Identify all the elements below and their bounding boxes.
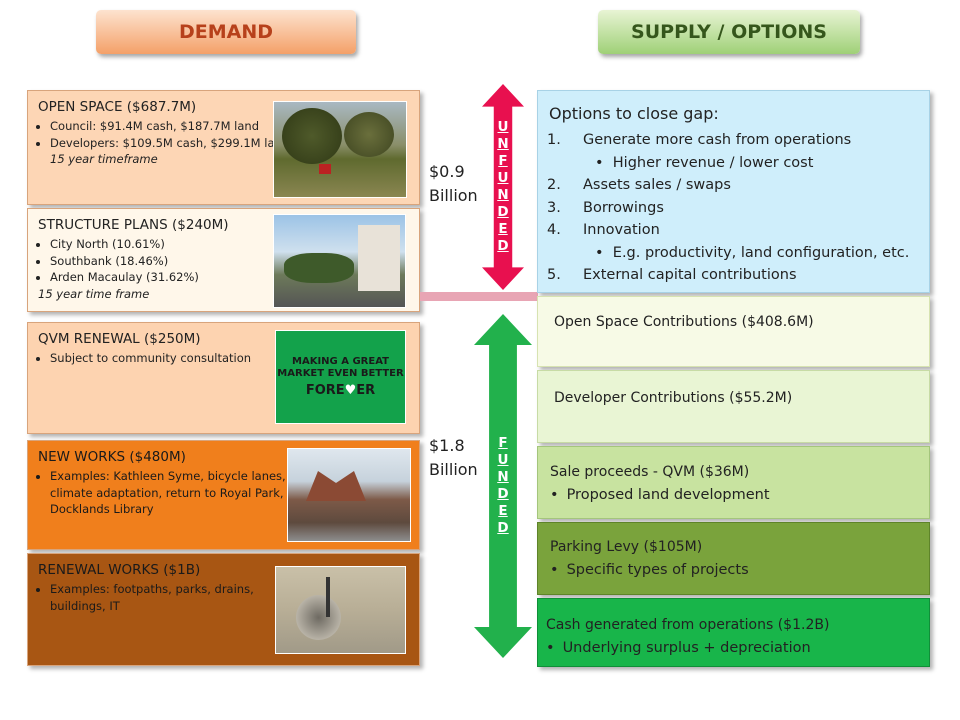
option-item: 1. Generate more cash from operations: [547, 129, 927, 152]
options-title: Options to close gap:: [549, 104, 719, 123]
city-street-photo: [273, 214, 406, 308]
tree-shape: [284, 253, 354, 283]
roof-shape: [306, 471, 366, 501]
funded-letter: N: [497, 469, 509, 485]
unfunded-letter: N: [497, 187, 509, 203]
structure-plan-southbank: Southbank (18.46%): [50, 253, 278, 270]
open-space-title: OPEN SPACE ($687.7M): [38, 99, 197, 115]
funded-label: F U N D E D: [497, 435, 508, 537]
funded-letter: D: [497, 520, 509, 536]
developer-contributions-box: Developer Contributions ($55.2M): [537, 370, 930, 443]
logo-er: ER: [356, 383, 376, 398]
option-text: Generate more cash from operations: [583, 132, 852, 148]
sale-proceeds-box: Sale proceeds - QVM ($36M) Proposed land…: [537, 446, 930, 519]
cash-generated-box: Cash generated from operations ($1.2B) U…: [537, 598, 930, 667]
unfunded-unit: Billion: [429, 186, 478, 205]
option-text: Assets sales / swaps: [583, 177, 731, 193]
open-space-contributions-box: Open Space Contributions ($408.6M): [537, 296, 930, 367]
divider-connector: [420, 292, 538, 301]
unfunded-amount: $0.9 Billion: [429, 160, 478, 208]
tree-shape: [344, 112, 394, 157]
developer-contributions-text: Developer Contributions ($55.2M): [554, 390, 793, 406]
unfunded-value: $0.9: [429, 162, 465, 181]
structure-plans-note: 15 year time frame: [38, 286, 150, 301]
unfunded-letter: D: [497, 238, 509, 254]
construction-photo: [275, 566, 406, 654]
option-number: 2.: [547, 177, 561, 193]
option-subtext: E.g. productivity, land configuration, e…: [612, 244, 910, 261]
new-works-title: NEW WORKS ($480M): [38, 449, 186, 465]
logo-fore: FORE: [305, 383, 345, 398]
option-subitem: • Higher revenue / lower cost: [595, 154, 814, 171]
unfunded-letter: N: [497, 136, 509, 152]
option-number: 1.: [547, 132, 561, 148]
funded-unit: Billion: [429, 460, 478, 479]
unfunded-arrow: U N F U N D E D: [482, 84, 524, 290]
unfunded-letter: D: [497, 204, 509, 220]
open-space-timeframe: 15 year timeframe: [50, 152, 158, 166]
option-item: 5. External capital contributions: [547, 264, 927, 287]
open-space-contributions-text: Open Space Contributions ($408.6M): [554, 314, 814, 330]
funded-letter: E: [498, 503, 508, 519]
options-list: 1. Generate more cash from operations • H…: [547, 129, 927, 287]
option-number: 4.: [547, 222, 561, 238]
funded-amount: $1.8 Billion: [429, 434, 478, 482]
open-space-bullet-council: Council: $91.4M cash, $187.7M land: [50, 118, 303, 135]
cash-generated-title: Cash generated from operations ($1.2B): [546, 617, 830, 633]
option-item: 2. Assets sales / swaps: [547, 174, 927, 197]
heart-icon: ♥: [344, 383, 357, 398]
option-item: 3. Borrowings: [547, 197, 927, 220]
structure-plan-arden-macaulay: Arden Macaulay (31.62%): [50, 269, 278, 286]
option-text: Innovation: [583, 222, 660, 238]
qvm-renewal-title: QVM RENEWAL ($250M): [38, 331, 201, 347]
funded-value: $1.8: [429, 436, 465, 455]
unfunded-letter: F: [498, 153, 508, 169]
logo-line-3: FORE♥ER: [306, 383, 375, 398]
sale-proceeds-bullet: Proposed land development: [550, 487, 770, 503]
renewal-works-bullet: Examples: footpaths, parks, drains, buil…: [50, 581, 273, 614]
park-photo: [273, 101, 407, 198]
options-box: Options to close gap: 1. Generate more ca…: [537, 90, 930, 293]
unfunded-letter: U: [497, 119, 509, 135]
unfunded-label: U N F U N D E D: [497, 119, 508, 255]
unfunded-letter: E: [498, 221, 508, 237]
building-photo: [287, 448, 411, 542]
option-subitem: • E.g. productivity, land configuration,…: [595, 244, 910, 261]
option-text: Borrowings: [583, 199, 664, 216]
option-text: External capital contributions: [583, 267, 797, 283]
parking-levy-bullet: Specific types of projects: [550, 562, 749, 578]
parking-levy-title: Parking Levy ($105M): [550, 539, 703, 555]
open-space-bullet-developers: Developers: $109.5M cash, $299.1M land 1…: [50, 135, 303, 168]
logo-line-2: MARKET EVEN BETTER: [277, 368, 404, 379]
qvm-forever-logo: MAKING A GREAT MARKET EVEN BETTER FORE♥E…: [275, 330, 406, 424]
tree-shape: [282, 108, 342, 164]
ladder-shape: [326, 577, 330, 617]
option-item: 4. Innovation: [547, 219, 927, 242]
building-shape: [358, 225, 400, 291]
pit-shape: [296, 595, 341, 640]
bench-shape: [319, 164, 331, 174]
structure-plans-title: STRUCTURE PLANS ($240M): [38, 217, 229, 233]
logo-line-1: MAKING A GREAT: [292, 356, 389, 367]
cash-generated-bullet: Underlying surplus + depreciation: [546, 640, 811, 656]
structure-plan-city-north: City North (10.61%): [50, 236, 278, 253]
option-number: 5.: [547, 267, 561, 283]
new-works-bullet: Examples: Kathleen Syme, bicycle lanes, …: [50, 468, 288, 518]
option-subtext: Higher revenue / lower cost: [612, 154, 814, 171]
renewal-works-title: RENEWAL WORKS ($1B): [38, 562, 201, 578]
sale-proceeds-title: Sale proceeds - QVM ($36M): [550, 464, 750, 480]
funded-letter: U: [497, 452, 509, 468]
unfunded-letter: U: [497, 170, 509, 186]
funded-arrow: F U N D E D: [474, 314, 532, 658]
demand-header: DEMAND: [96, 10, 356, 54]
qvm-renewal-bullet: Subject to community consultation: [50, 350, 268, 367]
parking-levy-box: Parking Levy ($105M) Specific types of p…: [537, 522, 930, 595]
funded-letter: D: [497, 486, 509, 502]
option-number: 3.: [547, 199, 561, 216]
supply-header: SUPPLY / OPTIONS: [598, 10, 860, 54]
open-space-developers-text: Developers: $109.5M cash, $299.1M land: [50, 135, 290, 150]
funded-letter: F: [498, 435, 508, 451]
